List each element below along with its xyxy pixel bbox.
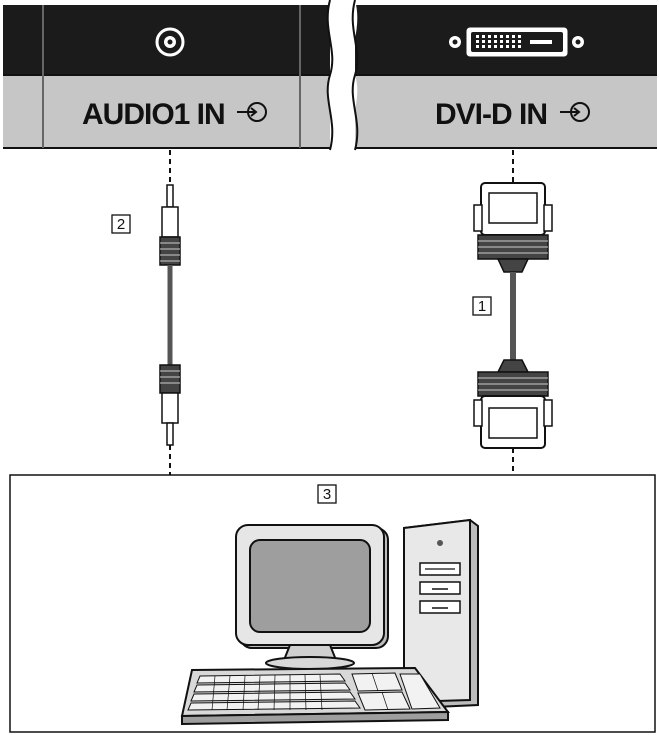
svg-text:3: 3 [323, 486, 331, 503]
audio-port-label: AUDIO1 IN [82, 98, 225, 131]
computer-box: 3 [9, 474, 656, 733]
callout-1: 1 [472, 296, 492, 316]
rca-jack-icon [155, 27, 185, 57]
dvi-panel: DVI-D IN [355, 5, 657, 149]
dvi-plug-top [473, 182, 553, 273]
callout-3: 3 [317, 484, 337, 504]
dvi-port-label: DVI-D IN [435, 98, 547, 131]
svg-text:1: 1 [478, 298, 486, 315]
dvi-cable: 1 [472, 150, 553, 475]
audio-cable: 2 [111, 150, 181, 475]
desktop-computer-icon [180, 518, 479, 726]
audio-panel: AUDIO1 IN [3, 5, 330, 149]
panel-break [326, 0, 359, 151]
audio-plug-top [159, 184, 181, 266]
input-arrow-icon [560, 102, 590, 122]
pc-monitor [235, 524, 389, 670]
dvi-plug-bottom [473, 359, 553, 449]
dvi-socket-icon [449, 27, 584, 57]
input-arrow-icon [237, 102, 267, 122]
callout-2: 2 [111, 214, 131, 234]
pc-tower [403, 518, 479, 710]
pc-keyboard [180, 666, 450, 726]
svg-text:2: 2 [117, 216, 125, 233]
audio-plug-bottom [159, 364, 181, 446]
